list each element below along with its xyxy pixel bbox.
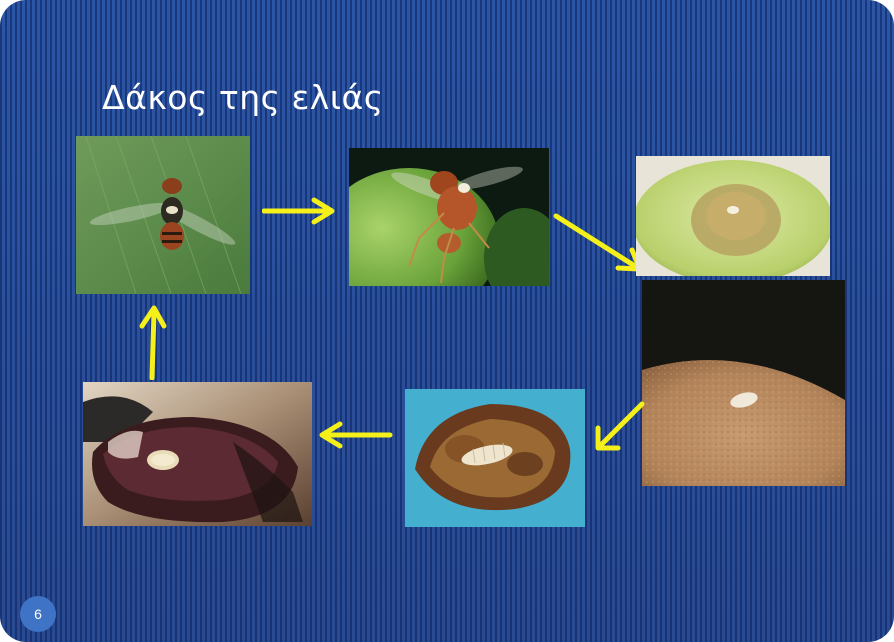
arrow-left-icon <box>316 420 394 450</box>
adult-fly-on-leaf-photo <box>76 136 250 294</box>
slide-number-badge: 6 <box>20 596 56 632</box>
fly-on-olive-photo <box>349 148 549 286</box>
arrow-down-left-icon <box>592 400 646 454</box>
arrow-right-icon <box>262 196 338 226</box>
slide-title: Δάκος της ελιάς <box>102 78 384 117</box>
larva-in-olive-photo <box>405 389 585 527</box>
olive-egg-puncture-photo <box>636 156 830 276</box>
egg-under-olive-skin-photo <box>642 280 845 486</box>
arrow-down-right-icon <box>552 210 648 276</box>
pupa-in-dried-olive-photo <box>83 382 312 526</box>
arrow-up-icon <box>138 302 168 380</box>
